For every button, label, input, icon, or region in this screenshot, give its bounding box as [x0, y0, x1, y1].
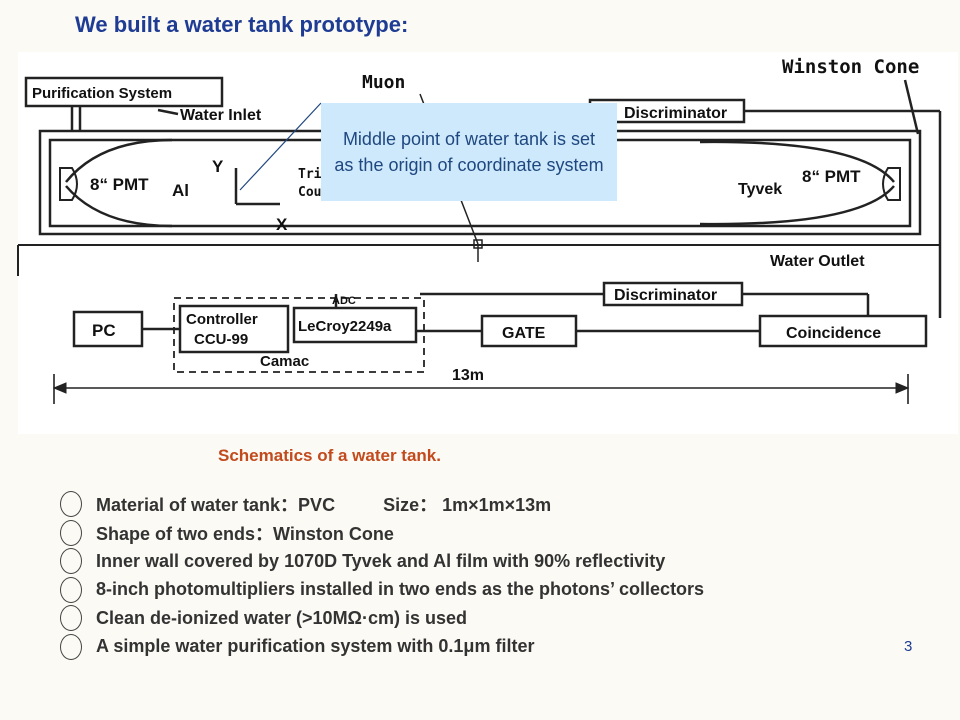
label-adc: ADC: [332, 295, 356, 307]
list-item: Shape of two ends：Winston Cone: [60, 519, 704, 548]
page-number: 3: [904, 638, 913, 655]
list-item: A simple water purification system with …: [60, 633, 704, 662]
label-pmt-right: 8“ PMT: [802, 167, 861, 186]
label-tyvek: Tyvek: [738, 181, 782, 198]
bullet-text: Material of water tank：PVC: [96, 495, 336, 516]
label-purification-system: Purification System: [32, 85, 172, 102]
list-item: Clean de-ionized water (>10MΩ·cm) is use…: [60, 604, 704, 633]
pmt-left-body: [59, 167, 78, 201]
bullet-text: Shape of two ends：Winston Cone: [96, 523, 394, 544]
bullet-circle-icon: [60, 633, 82, 660]
purification-system-box: [24, 76, 224, 108]
label-axis-y: Y: [212, 157, 224, 176]
spec-bullet-list: Material of water tank：PVC Size： 1m×1m×1…: [60, 490, 704, 661]
label-lecroy: LeCroy2249a: [298, 318, 392, 335]
pmt-right-body: [882, 167, 901, 201]
bullet-text: A simple water purification system with …: [96, 636, 535, 657]
callout-pointer: [239, 102, 322, 191]
winston-cone-right: [699, 140, 895, 226]
bullet-text: Inner wall covered by 1070D Tyvek and Al…: [96, 550, 666, 571]
label-water-inlet: Water Inlet: [180, 107, 262, 124]
list-item: Material of water tank：PVC Size： 1m×1m×1…: [60, 490, 704, 519]
schematic-caption: Schematics of a water tank.: [218, 446, 441, 465]
label-length: 13m: [452, 367, 484, 384]
list-item: 8-inch photomultipliers installed in two…: [60, 576, 704, 605]
label-coincidence: Coincidence: [786, 325, 881, 342]
label-discriminator-top: Discriminator: [624, 105, 727, 122]
bullet-extra-text: Size： 1m×1m×13m: [383, 495, 552, 516]
label-gate: GATE: [502, 325, 546, 342]
bullet-circle-icon: [60, 576, 82, 603]
bullet-circle-icon: [60, 548, 82, 575]
label-discriminator-bottom: Discriminator: [614, 287, 717, 304]
slide-title: We built a water tank prototype:: [75, 12, 409, 37]
bullet-circle-icon: [60, 519, 82, 546]
label-water-outlet: Water Outlet: [770, 253, 865, 270]
bullet-circle-icon: [60, 605, 82, 632]
label-muon: Muon: [362, 72, 405, 93]
coincidence-box: [758, 314, 928, 348]
label-camac: Camac: [260, 353, 309, 370]
label-winston-cone: Winston Cone: [782, 56, 919, 78]
bullet-text: 8-inch photomultipliers installed in two…: [96, 579, 705, 600]
label-trigger-line2: Cou: [298, 185, 321, 200]
camac-box: [173, 297, 425, 373]
bullet-text: Clean de-ionized water (>10MΩ·cm) is use…: [96, 607, 468, 628]
origin-callout: Middle point of water tank is set as the…: [321, 103, 617, 201]
label-al: Al: [172, 181, 189, 200]
label-pmt-left: 8“ PMT: [90, 175, 149, 194]
label-axis-x: X: [276, 215, 288, 234]
label-trigger-line1: Tri: [298, 167, 322, 182]
lecroy-box: [292, 306, 418, 344]
bullet-circle-icon: [60, 491, 82, 518]
label-controller-line1: Controller: [186, 311, 258, 328]
list-item: Inner wall covered by 1070D Tyvek and Al…: [60, 547, 704, 576]
label-pc: PC: [92, 321, 116, 340]
label-controller-line2: CCU-99: [194, 331, 248, 348]
